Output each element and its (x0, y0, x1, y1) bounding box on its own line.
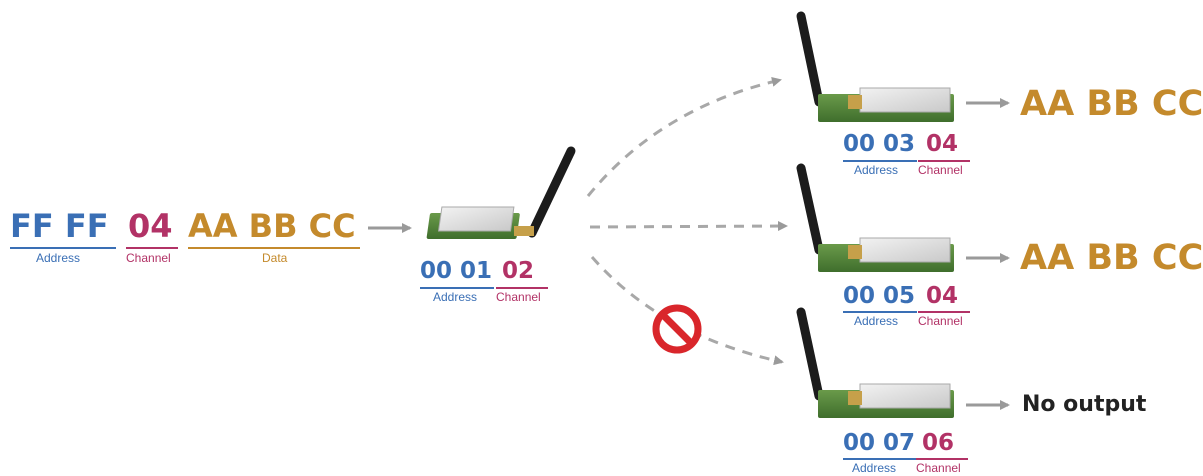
source-channel-underline (126, 247, 178, 249)
receiver-antenna-1 (796, 11, 824, 107)
sender-address: 00 01 (420, 258, 493, 284)
receiver-module-3 (796, 307, 1010, 418)
receiver-3-channel: 06 (922, 430, 955, 456)
receiver-3-channel-underline (916, 458, 968, 460)
receiver-1-channel: 04 (926, 131, 959, 157)
source-data-label: Data (262, 251, 288, 265)
source-address-label: Address (36, 251, 81, 265)
receiver-antenna-2 (796, 163, 824, 255)
receiver-antenna-3 (796, 307, 824, 401)
source-address: FF FF (10, 207, 109, 245)
sender-channel: 02 (502, 258, 535, 284)
receiver-2-channel-label: Channel (918, 314, 963, 328)
receiver-3-address-underline (843, 458, 917, 460)
sender-module (426, 146, 576, 239)
sender-address-underline (420, 287, 494, 289)
receiver-2-address-underline (843, 311, 917, 313)
receiver-1-channel-underline (918, 160, 970, 162)
blocked-icon (652, 304, 702, 354)
broadcast-arrow-top (586, 76, 782, 197)
receiver-module-1 (796, 11, 1010, 122)
receiver-1-address: 00 03 (843, 131, 916, 157)
receiver-1-address-label: Address (854, 163, 899, 177)
source-data: AA BB CC (188, 207, 356, 245)
sender-channel-underline (496, 287, 548, 289)
source-channel: 04 (128, 207, 173, 245)
source-channel-label: Channel (126, 251, 171, 265)
receiver-1-output: AA BB CC (1020, 84, 1203, 124)
receiver-module-2 (796, 163, 1010, 272)
receiver-3-address: 00 07 (843, 430, 916, 456)
receiver-2-channel: 04 (926, 283, 959, 309)
receiver-2-channel-underline (918, 311, 970, 313)
sender-address-label: Address (433, 290, 478, 304)
receiver-2-output: AA BB CC (1020, 238, 1203, 278)
receiver-1-channel-label: Channel (918, 163, 963, 177)
source-address-underline (10, 247, 116, 249)
source-data-underline (188, 247, 360, 249)
receiver-2-address: 00 05 (843, 283, 916, 309)
sender-antenna (527, 146, 576, 238)
broadcast-arrow-middle (589, 221, 788, 232)
receiver-1-address-underline (843, 160, 917, 162)
receiver-2-address-label: Address (854, 314, 899, 328)
receiver-3-address-label: Address (852, 461, 897, 475)
broadcast-arrow-bottom (590, 256, 784, 366)
receiver-3-channel-label: Channel (916, 461, 961, 475)
receiver-3-output: No output (1022, 392, 1147, 417)
sender-channel-label: Channel (496, 290, 541, 304)
